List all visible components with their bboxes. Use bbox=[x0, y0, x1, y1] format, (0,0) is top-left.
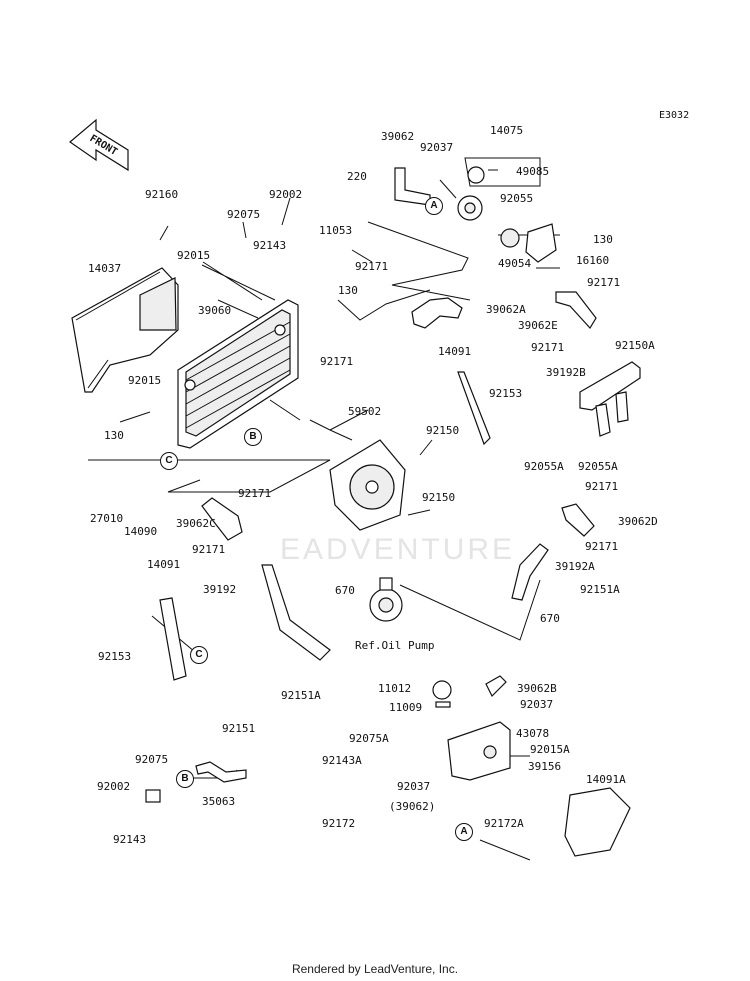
radiator bbox=[177, 299, 299, 449]
callout-b-lower: B bbox=[176, 770, 194, 788]
part-label: 39062B bbox=[517, 682, 557, 695]
callout-a: A bbox=[425, 197, 443, 215]
part-label: 16160 bbox=[576, 254, 610, 267]
part-label: 92171 bbox=[355, 260, 389, 273]
part-label: 92171 bbox=[587, 276, 621, 289]
part-label: 92171 bbox=[531, 341, 565, 354]
part-label: 49085 bbox=[516, 165, 550, 178]
part-label: 11053 bbox=[319, 224, 353, 237]
part-label: 92037 bbox=[420, 141, 454, 154]
part-label: 92171 bbox=[320, 355, 354, 368]
part-label: 39062D bbox=[618, 515, 658, 528]
hoses bbox=[201, 167, 597, 698]
footer-credit: Rendered by LeadVenture, Inc. bbox=[291, 962, 459, 976]
part-label: 92171 bbox=[585, 540, 619, 553]
water-pipe-39192b bbox=[579, 361, 641, 437]
part-label: (39062) bbox=[389, 800, 436, 813]
part-label: 39192A bbox=[555, 560, 595, 573]
callout-a-lower: A bbox=[455, 823, 473, 841]
part-label: 92055A bbox=[578, 460, 618, 473]
watermark: EADVENTURE bbox=[280, 533, 516, 566]
part-label: 14075 bbox=[490, 124, 524, 137]
part-label: 92002 bbox=[97, 780, 131, 793]
part-label: 92172A bbox=[484, 817, 524, 830]
part-label: 14091A bbox=[586, 773, 626, 786]
part-label: 92055A bbox=[524, 460, 564, 473]
part-label: 39062E bbox=[518, 319, 558, 332]
part-label: 39156 bbox=[528, 760, 562, 773]
part-label: 92015A bbox=[530, 743, 570, 756]
part-label: 92151A bbox=[580, 583, 620, 596]
part-label: 92153 bbox=[98, 650, 132, 663]
part-label: 92150 bbox=[426, 424, 460, 437]
part-label: 92150 bbox=[422, 491, 456, 504]
part-label: 92153 bbox=[489, 387, 523, 400]
part-label: 14091 bbox=[438, 345, 472, 358]
radiator-shroud bbox=[71, 267, 179, 393]
diagram-code: E3032 bbox=[659, 110, 690, 121]
part-label: 130 bbox=[104, 429, 124, 442]
part-label: Ref.Oil Pump bbox=[355, 639, 435, 652]
part-label: 92171 bbox=[192, 543, 226, 556]
part-label: 49054 bbox=[498, 257, 532, 270]
part-label: 92015 bbox=[128, 374, 162, 387]
part-label: 39062 bbox=[381, 130, 415, 143]
part-label: 130 bbox=[593, 233, 613, 246]
part-label: 92150A bbox=[615, 339, 655, 352]
part-label: 35063 bbox=[202, 795, 236, 808]
bracket-14091-lower bbox=[159, 597, 187, 681]
part-label: 92171 bbox=[585, 480, 619, 493]
part-label: 220 bbox=[347, 170, 367, 183]
part-label: 39192 bbox=[203, 583, 237, 596]
part-label: 39192B bbox=[546, 366, 586, 379]
part-label: 27010 bbox=[90, 512, 124, 525]
front-arrow-icon bbox=[69, 118, 129, 172]
part-label: 92143 bbox=[253, 239, 287, 252]
part-label: 92075 bbox=[227, 208, 261, 221]
reservoir-tank bbox=[432, 680, 511, 781]
callout-b: B bbox=[244, 428, 262, 446]
oil-pump bbox=[369, 577, 403, 622]
part-label: 92075 bbox=[135, 753, 169, 766]
part-label: 92143 bbox=[113, 833, 147, 846]
part-label: 92171 bbox=[238, 487, 272, 500]
part-label: 130 bbox=[338, 284, 358, 297]
part-label: 43078 bbox=[516, 727, 550, 740]
part-label: 92015 bbox=[177, 249, 211, 262]
part-label: 39062C bbox=[176, 517, 216, 530]
thermostat-housing bbox=[457, 166, 557, 263]
part-label: 92037 bbox=[520, 698, 554, 711]
part-label: 92055 bbox=[500, 192, 534, 205]
part-label: 92037 bbox=[397, 780, 431, 793]
cooling-fan bbox=[309, 419, 406, 531]
callout-c-lower: C bbox=[190, 646, 208, 664]
bracket-14091-top bbox=[457, 371, 491, 446]
part-label: 14037 bbox=[88, 262, 122, 275]
part-label: 92172 bbox=[322, 817, 356, 830]
part-label: 92151 bbox=[222, 722, 256, 735]
part-label: 14091 bbox=[147, 558, 181, 571]
part-label: 92002 bbox=[269, 188, 303, 201]
part-label: 39060 bbox=[198, 304, 232, 317]
part-label: 11009 bbox=[389, 701, 423, 714]
part-label: 14090 bbox=[124, 525, 158, 538]
cover-14091a bbox=[564, 787, 631, 857]
part-label: 92151A bbox=[281, 689, 321, 702]
part-label: 39062A bbox=[486, 303, 526, 316]
part-label: 92143A bbox=[322, 754, 362, 767]
part-label: 11012 bbox=[378, 682, 412, 695]
part-label: 59502 bbox=[348, 405, 382, 418]
part-label: 92160 bbox=[145, 188, 179, 201]
part-label: 670 bbox=[335, 584, 355, 597]
pipe-35063 bbox=[145, 761, 247, 803]
part-label: 670 bbox=[540, 612, 560, 625]
callout-c: C bbox=[160, 452, 178, 470]
part-label: 92075A bbox=[349, 732, 389, 745]
